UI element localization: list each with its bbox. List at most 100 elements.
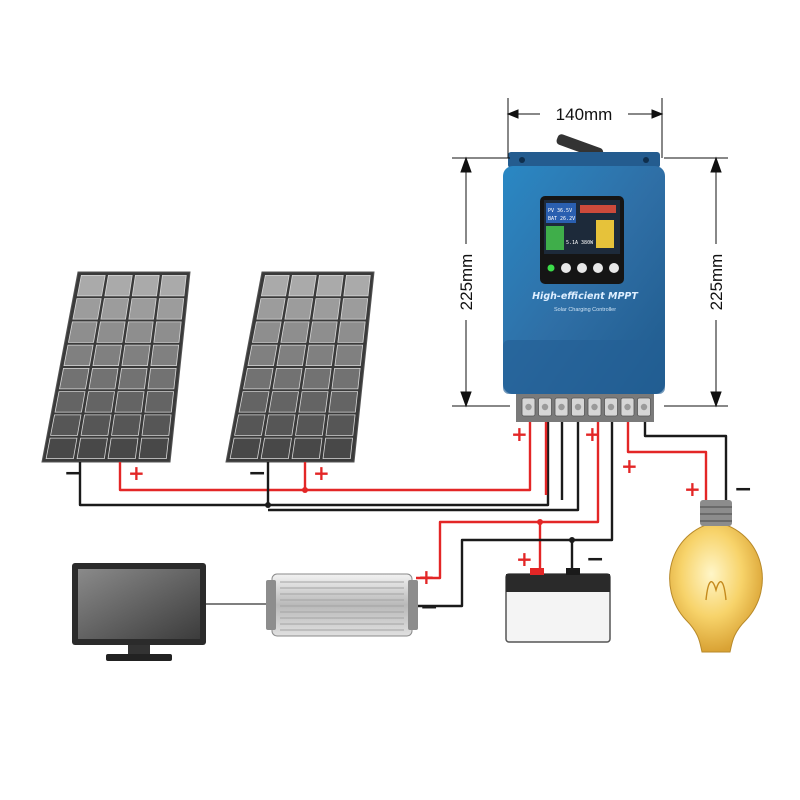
panel-2-cells xyxy=(229,274,371,460)
controller-brand: High-efficient MPPT xyxy=(532,291,639,302)
junction-dot xyxy=(569,537,575,543)
solar-cell xyxy=(147,367,177,390)
solar-cell xyxy=(305,344,335,367)
solar-cell xyxy=(59,367,90,390)
solar-cell xyxy=(138,437,169,460)
load-negative-wire xyxy=(643,420,728,502)
bulb-minus: − xyxy=(734,477,752,502)
junction-dot xyxy=(302,487,308,493)
solar-cell xyxy=(88,367,119,390)
solar-cell xyxy=(156,298,185,320)
battery xyxy=(505,568,611,643)
monitor xyxy=(72,563,206,661)
screen-line-1: PV 36.5V xyxy=(548,208,572,214)
solar-cell xyxy=(107,437,139,460)
panel-1-plus: + xyxy=(128,461,145,485)
solar-cell xyxy=(144,391,175,413)
mppt-controller: PV 36.5V BAT 26.2V 5.1A 380W High-effici… xyxy=(503,134,665,422)
solar-cell xyxy=(111,414,142,436)
solar-cell xyxy=(302,367,332,390)
solar-cell xyxy=(340,298,369,320)
solar-cell xyxy=(268,391,299,413)
solar-cell xyxy=(284,298,314,320)
solar-cell xyxy=(260,274,290,297)
wiring xyxy=(78,420,728,608)
terminals xyxy=(521,397,651,417)
solar-cell xyxy=(63,344,94,367)
solar-cell xyxy=(141,414,172,436)
load-positive-wire xyxy=(626,420,708,502)
solar-cell xyxy=(153,321,182,343)
screw-head xyxy=(624,403,631,411)
load-plus: + xyxy=(621,454,638,478)
down-button[interactable] xyxy=(593,263,603,273)
solar-cell xyxy=(322,437,353,460)
screw-head xyxy=(574,403,582,411)
bat-plus: + xyxy=(584,422,601,446)
solar-cell xyxy=(118,367,148,390)
solar-cell xyxy=(45,437,78,460)
solar-cell xyxy=(229,437,262,460)
solar-cell xyxy=(100,298,130,320)
junction-dot xyxy=(537,519,543,525)
solar-cell xyxy=(280,321,310,343)
solar-cell xyxy=(72,298,102,320)
panel-1-negative-wire xyxy=(78,420,550,507)
solar-cell xyxy=(104,274,133,297)
solar-cell xyxy=(96,321,126,343)
height-dimension-label-right: 225mm xyxy=(707,254,726,311)
solar-cell xyxy=(76,274,106,297)
solar-cell xyxy=(312,298,341,320)
panel-extra-wire-blk2 xyxy=(268,420,580,512)
solar-cell xyxy=(264,414,296,436)
width-dimension-label: 140mm xyxy=(556,105,613,124)
pv-plus: + xyxy=(511,422,528,446)
panel-2-minus: − xyxy=(248,461,266,486)
solar-cell xyxy=(243,367,274,390)
solar-cell xyxy=(76,437,108,460)
panel-1-minus: − xyxy=(64,461,82,486)
up-button[interactable] xyxy=(577,263,587,273)
enter-button[interactable] xyxy=(609,263,619,273)
menu-button[interactable] xyxy=(561,263,571,273)
polarity-labels: − + − + + + + + − + − + − xyxy=(64,422,752,620)
bulb-plus: + xyxy=(684,477,701,501)
solar-cell xyxy=(50,414,82,436)
inverter-minus: − xyxy=(420,595,438,620)
solar-cell xyxy=(343,274,371,297)
controller-subtitle: Solar Charging Controller xyxy=(554,307,616,313)
solar-cell xyxy=(159,274,187,297)
panel-1-cells xyxy=(45,274,187,460)
solar-cell xyxy=(325,414,356,436)
solar-cell xyxy=(315,274,344,297)
height-dimension-label-left: 225mm xyxy=(457,254,476,311)
screw-head xyxy=(640,403,648,411)
solar-cell xyxy=(337,321,366,343)
solar-cell xyxy=(124,321,154,343)
solar-cell xyxy=(238,391,270,413)
solar-cell xyxy=(308,321,338,343)
junction-dot xyxy=(265,502,271,508)
inverter-plus: + xyxy=(418,565,435,589)
solar-cell xyxy=(334,344,364,367)
screw-head xyxy=(558,403,565,411)
screw-head xyxy=(525,403,532,411)
solar-cell xyxy=(251,321,282,343)
solar-cell xyxy=(331,367,361,390)
light-bulb xyxy=(669,500,763,653)
solar-cell xyxy=(247,344,278,367)
screw-head xyxy=(607,403,615,411)
screw-head xyxy=(541,403,549,411)
solar-cell xyxy=(256,298,286,320)
solar-panel-1 xyxy=(41,271,191,463)
battery-positive-wire xyxy=(416,420,600,580)
battery-plus: + xyxy=(516,547,533,571)
screen-line-3: 5.1A 380W xyxy=(566,240,594,246)
solar-cell xyxy=(298,391,329,413)
status-led xyxy=(547,264,555,272)
solar-cell xyxy=(54,391,86,413)
solar-cell xyxy=(114,391,145,413)
screw-head xyxy=(591,403,598,411)
solar-cell xyxy=(80,414,112,436)
solar-cell xyxy=(328,391,359,413)
